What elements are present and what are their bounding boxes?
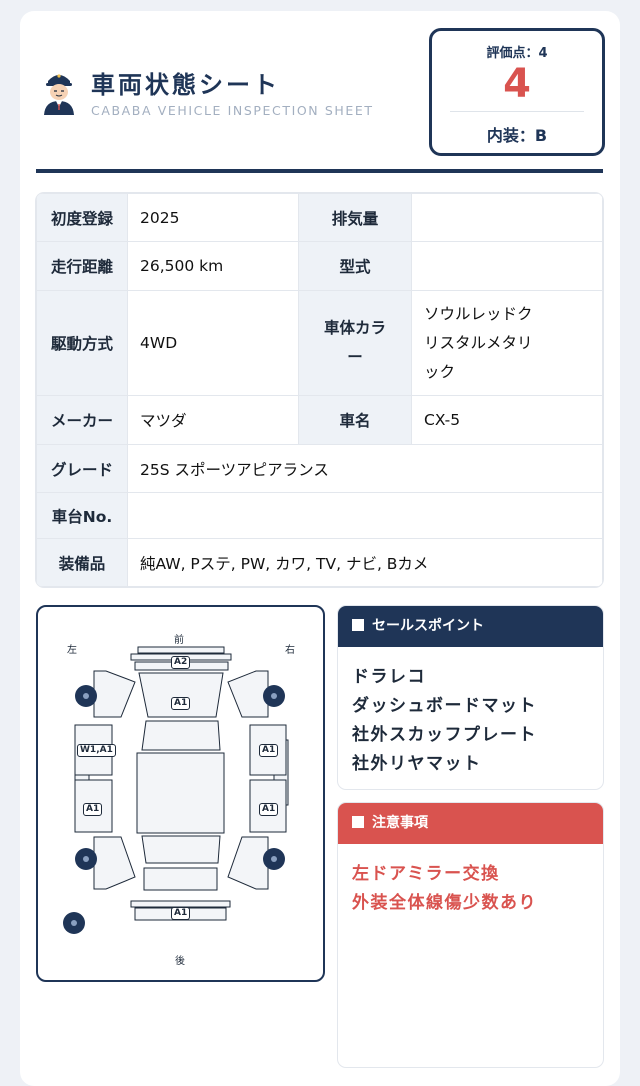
inspector-avatar-icon: [44, 74, 74, 115]
spec-table: 初度登録 2025 排気量 走行距離 26,500 km 型式 駆動方式 4WD…: [36, 193, 603, 587]
direction-right-label: 右: [285, 645, 295, 656]
car-name-value: CX-5: [411, 395, 603, 445]
list-item: 外装全体線傷少数あり: [352, 893, 537, 913]
damage-mark-hood: A1: [171, 697, 191, 710]
direction-front-label: 前: [174, 635, 184, 646]
damage-mark-left-rear-door: A1: [83, 803, 103, 816]
tire-icon: [63, 685, 285, 934]
table-row: 駆動方式 4WD 車体カラ ー ソウルレッドク リスタルメタリ ック: [36, 290, 603, 396]
equipment-label: 装備品: [36, 538, 128, 587]
score-divider: [450, 111, 584, 112]
body-color-label-line: ー: [347, 348, 363, 366]
chassis-no-label: 車台No.: [36, 492, 128, 539]
sheet-header: 車両状態シート CABABA VEHICLE INSPECTION SHEET …: [20, 11, 620, 181]
damage-mark-rear-bumper: A1: [171, 907, 191, 920]
list-item: 左ドアミラー交換: [352, 864, 500, 884]
table-row: 走行距離 26,500 km 型式: [36, 241, 603, 291]
square-bullet-icon: [352, 816, 364, 828]
grade-label: グレード: [36, 444, 128, 493]
page-subtitle: CABABA VEHICLE INSPECTION SHEET: [91, 103, 374, 118]
inspection-sheet: 車両状態シート CABABA VEHICLE INSPECTION SHEET …: [20, 11, 620, 1086]
direction-left-label: 左: [67, 645, 77, 656]
body-color-label-line: 車体カラ: [323, 319, 386, 337]
table-row: 初度登録 2025 排気量: [36, 193, 603, 242]
cautions-list: 左ドアミラー交換 外装全体線傷少数あり: [338, 844, 603, 918]
score-label: 評価点：4: [486, 46, 548, 61]
sales-points-list: ドラレコ ダッシュボードマット 社外スカッフプレート 社外リヤマット: [338, 647, 603, 779]
grade-value: 25S スポーツアピアランス: [127, 444, 603, 493]
score-box: 評価点：4 4 内装：B: [429, 28, 605, 156]
cautions-panel: 注意事項 左ドアミラー交換 外装全体線傷少数あり: [337, 802, 604, 1068]
maker-value: マツダ: [127, 395, 299, 445]
table-row: グレード 25S スポーツアピアランス: [36, 444, 603, 493]
mileage-value: 26,500 km: [127, 241, 299, 291]
mileage-label: 走行距離: [36, 241, 128, 291]
first-registration-label: 初度登録: [36, 193, 128, 242]
list-item: 社外リヤマット: [352, 754, 482, 774]
body-color-value-line: ック: [424, 362, 456, 381]
list-item: ダッシュボードマット: [352, 696, 537, 716]
displacement-label: 排気量: [298, 193, 412, 242]
damage-mark-left-front-door: W1,A1: [77, 744, 116, 757]
car-body-outline: [63, 646, 289, 934]
score-value: 4: [503, 61, 531, 107]
sales-points-title: セールスポイント: [372, 618, 484, 634]
drive-value: 4WD: [127, 290, 299, 396]
model-type-value: [411, 241, 603, 291]
first-registration-value: 2025: [127, 193, 299, 242]
table-row: 車台No.: [36, 492, 603, 539]
body-color-label: 車体カラ ー: [298, 290, 412, 396]
damage-mark-right-front-door: A1: [259, 744, 279, 757]
list-item: 社外スカッフプレート: [352, 725, 537, 745]
cautions-title: 注意事項: [372, 815, 428, 831]
equipment-value: 純AW, Pステ, PW, カワ, TV, ナビ, Bカメ: [127, 538, 603, 587]
page-title: 車両状態シート: [91, 71, 280, 99]
chassis-no-value: [127, 492, 603, 539]
square-bullet-icon: [352, 619, 364, 631]
table-row: 装備品 純AW, Pステ, PW, カワ, TV, ナビ, Bカメ: [36, 538, 603, 587]
interior-grade: 内装：B: [486, 126, 548, 145]
damage-mark-right-rear-door: A1: [259, 803, 279, 816]
cautions-header: 注意事項: [338, 803, 603, 844]
body-color-value: ソウルレッドク リスタルメタリ ック: [411, 290, 603, 396]
model-type-label: 型式: [298, 241, 412, 291]
sales-points-panel: セールスポイント ドラレコ ダッシュボードマット 社外スカッフプレート 社外リヤ…: [337, 605, 604, 790]
drive-label: 駆動方式: [36, 290, 128, 396]
table-row: メーカー マツダ 車名 CX-5: [36, 395, 603, 445]
displacement-value: [411, 193, 603, 242]
damage-diagram: 左 前 右 後: [36, 605, 325, 982]
body-color-value-line: リスタルメタリ: [424, 333, 533, 352]
header-divider: [36, 169, 603, 173]
damage-mark-front-bumper: A2: [171, 656, 191, 669]
sales-points-header: セールスポイント: [338, 606, 603, 647]
car-name-label: 車名: [298, 395, 412, 445]
direction-rear-label: 後: [175, 956, 185, 967]
list-item: ドラレコ: [352, 667, 426, 687]
body-color-value-line: ソウルレッドク: [424, 304, 533, 323]
maker-label: メーカー: [36, 395, 128, 445]
